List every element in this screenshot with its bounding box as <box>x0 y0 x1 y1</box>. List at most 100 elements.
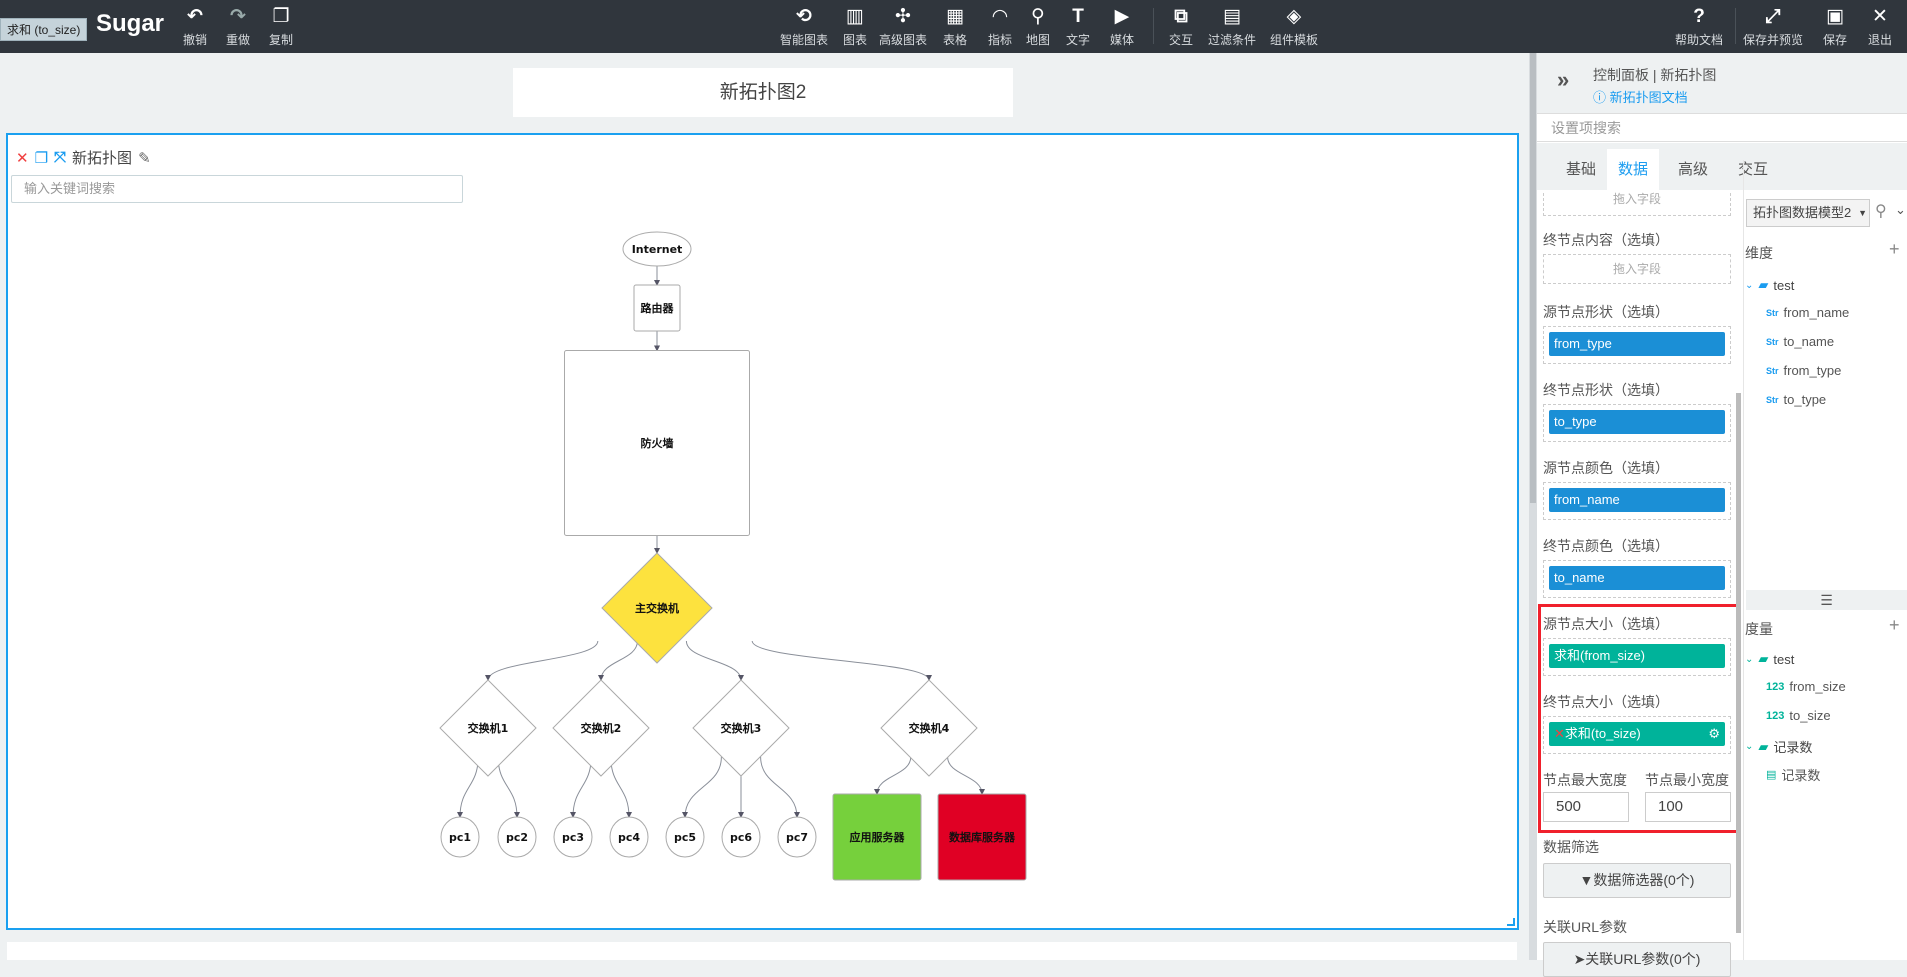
keyword-search-input[interactable]: 输入关键词搜索 <box>11 175 463 203</box>
field-pill[interactable]: ✕求和(to_size)⚙ <box>1549 722 1725 746</box>
node-pc7[interactable] <box>777 816 817 858</box>
fullscreen-icon[interactable]: ⤧ <box>54 149 67 166</box>
field-pill[interactable]: to_name <box>1549 566 1725 590</box>
media-button[interactable]: ▶媒体 <box>1110 5 1134 48</box>
node-pc3[interactable] <box>553 816 593 858</box>
node-router[interactable] <box>633 284 681 332</box>
remove-icon[interactable]: ✕ <box>1554 726 1565 741</box>
chart-button[interactable]: ▥图表 <box>843 5 867 48</box>
component-template-button[interactable]: ◈组件模板 <box>1270 5 1318 48</box>
scrollbar-thumb[interactable] <box>1530 53 1536 503</box>
advanced-chart-button[interactable]: ✣高级图表 <box>879 5 927 48</box>
settings-search-input[interactable]: 设置项搜索 <box>1537 113 1907 142</box>
node-app[interactable] <box>832 793 922 881</box>
node-pc4[interactable] <box>609 816 649 858</box>
doc-link[interactable]: ⓘ 新拓扑图文档 <box>1593 87 1688 106</box>
interaction-button[interactable]: ⧉交互 <box>1169 5 1193 48</box>
delete-icon[interactable]: ✕ <box>16 149 29 167</box>
filter-condition-button[interactable]: ▤过滤条件 <box>1208 5 1256 48</box>
save-button[interactable]: ▣保存 <box>1823 5 1847 48</box>
canvas-scrollbar[interactable] <box>1529 53 1537 960</box>
records-folder[interactable]: ⌄▰记录数 <box>1745 737 1812 756</box>
field-pill[interactable]: from_name <box>1549 488 1725 512</box>
drop-zone[interactable]: to_type <box>1543 404 1731 442</box>
node-pc6[interactable] <box>721 816 761 858</box>
edge-s3-pc5 <box>682 756 722 818</box>
settings-scrollbar[interactable] <box>1736 393 1741 933</box>
divider <box>1153 8 1154 44</box>
node-label: 数据库服务器 <box>949 830 1016 844</box>
node-s4[interactable] <box>880 679 978 777</box>
dataset-select[interactable]: 拓扑图数据模型2▼ <box>1746 199 1870 227</box>
gauge-button[interactable]: ◠指标 <box>988 5 1012 48</box>
node-pc1[interactable] <box>440 816 480 858</box>
table-button[interactable]: ▦表格 <box>943 5 967 48</box>
resize-handle[interactable] <box>1507 918 1515 926</box>
drop-zone[interactable]: 拖入字段 <box>1543 193 1731 216</box>
node-firewall[interactable] <box>564 350 750 536</box>
field-pill[interactable]: to_type <box>1549 410 1725 434</box>
tab-interaction[interactable]: 交互 <box>1737 161 1768 178</box>
add-measure-icon[interactable]: + <box>1889 615 1900 635</box>
advanced-chart-icon: ✣ <box>895 6 911 27</box>
node-pc5[interactable] <box>665 816 705 858</box>
drop-zone[interactable]: from_name <box>1543 482 1731 520</box>
exit-button[interactable]: ✕退出 <box>1868 5 1892 48</box>
smart-chart-icon: ⟲ <box>796 6 812 27</box>
edit-pencil-icon[interactable]: ✎ <box>138 149 151 167</box>
number-type-icon: 123 <box>1766 709 1785 722</box>
field-pill[interactable]: from_type <box>1549 332 1725 356</box>
copy-icon: ❐ <box>272 6 290 27</box>
save-preview-button[interactable]: ⤢保存并预览 <box>1743 5 1803 48</box>
string-type-icon: Str <box>1766 336 1779 347</box>
drop-zone[interactable]: ✕求和(to_size)⚙ <box>1543 716 1731 754</box>
next-widget[interactable] <box>7 942 1517 960</box>
node-s3[interactable] <box>692 679 790 777</box>
label: 媒体 <box>1109 33 1135 47</box>
drop-zone[interactable]: 拖入字段 <box>1543 254 1731 284</box>
node-pc2[interactable] <box>497 816 537 858</box>
data-filter-button[interactable]: ▼数据筛选器(0个) <box>1543 863 1731 898</box>
min-width-input[interactable]: 100 <box>1645 792 1731 822</box>
measure-folder[interactable]: ⌄▰test <box>1745 651 1794 667</box>
duplicate-icon[interactable]: ❐ <box>34 149 49 167</box>
redo-button[interactable]: ↷重做 <box>226 5 250 48</box>
node-core[interactable] <box>601 552 713 664</box>
node-internet[interactable] <box>622 231 692 267</box>
drop-zone[interactable]: 求和(from_size) <box>1543 638 1731 676</box>
copy-button[interactable]: ❐复制 <box>269 5 293 48</box>
help-button[interactable]: ?帮助文档 <box>1675 5 1723 48</box>
field-name: from_type <box>1783 363 1842 378</box>
drop-zone[interactable]: from_type <box>1543 326 1731 364</box>
node-db[interactable] <box>937 793 1027 881</box>
tab-basic[interactable]: 基础 <box>1565 161 1596 178</box>
records-item[interactable]: ▤记录数 <box>1766 765 1820 784</box>
drop-zone[interactable]: to_name <box>1543 560 1731 598</box>
search-icon[interactable]: ⚲ <box>1875 203 1887 220</box>
field-pill[interactable]: 求和(from_size) <box>1549 644 1725 668</box>
smart-chart-button[interactable]: ⟲智能图表 <box>780 5 828 48</box>
collapse-panel-icon[interactable]: » <box>1557 67 1570 92</box>
max-width-input[interactable]: 500 <box>1543 792 1629 822</box>
node-label: 交换机2 <box>581 721 622 735</box>
node-s1[interactable] <box>439 679 537 777</box>
node-s2[interactable] <box>552 679 650 777</box>
tab-advanced[interactable]: 高级 <box>1677 161 1708 178</box>
chevron-down-icon[interactable]: ⌄ <box>1895 202 1906 217</box>
undo-button[interactable]: ↶撤销 <box>183 5 207 48</box>
split-drag-handle[interactable]: ☰ <box>1746 590 1907 610</box>
page-title[interactable]: 新拓扑图2 <box>513 68 1013 117</box>
dimension-folder[interactable]: ⌄▰test <box>1745 277 1794 293</box>
tab-data[interactable]: 数据 <box>1607 149 1659 190</box>
add-dimension-icon[interactable]: + <box>1889 239 1900 259</box>
map-button[interactable]: ⚲地图 <box>1026 5 1050 48</box>
gear-icon[interactable]: ⚙ <box>1708 726 1720 741</box>
